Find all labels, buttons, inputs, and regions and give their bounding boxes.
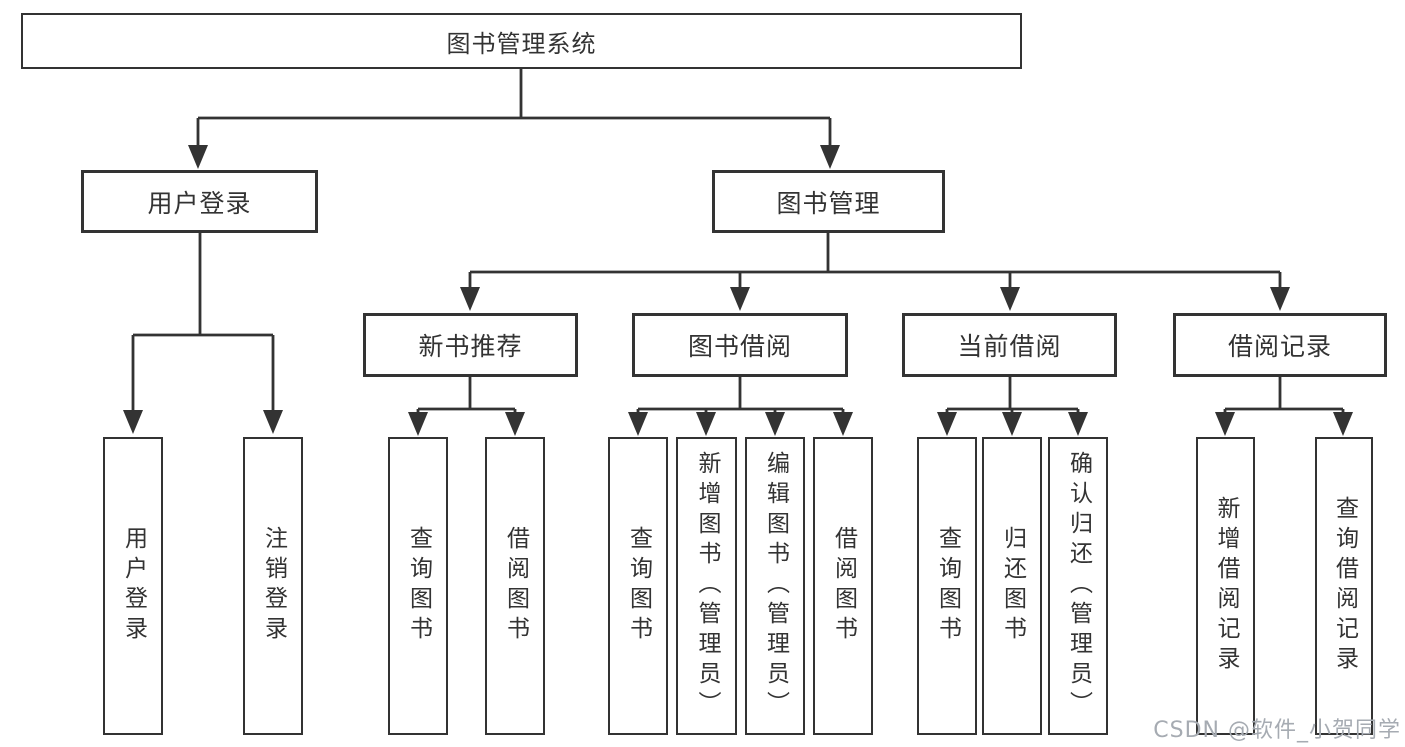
node-library-system-label: 图书管理系统 — [446, 29, 597, 58]
leaf-return-book-label: 归还图书 — [999, 526, 1026, 646]
leaf-add-book-admin-label: 新增图书（管理员） — [694, 451, 720, 721]
node-library-system: 图书管理系统 — [21, 13, 1022, 69]
leaf-add-book-admin: 新增图书（管理员） — [676, 437, 737, 735]
leaf-return-book: 归还图书 — [982, 437, 1042, 735]
leaf-user-login: 用户登录 — [103, 437, 163, 735]
node-new-book-recommend: 新书推荐 — [363, 313, 578, 377]
node-current-borrowing-label: 当前借阅 — [957, 332, 1062, 361]
arrowhead-icons — [123, 145, 1353, 436]
leaf-logout-label: 注销登录 — [260, 526, 287, 646]
leaf-query-books-borrowing: 查询图书 — [608, 437, 668, 735]
node-book-management-label: 图书管理 — [776, 188, 881, 218]
node-borrowing-records: 借阅记录 — [1173, 313, 1387, 377]
leaf-logout: 注销登录 — [243, 437, 303, 735]
node-user-login-label: 用户登录 — [147, 188, 252, 218]
node-current-borrowing: 当前借阅 — [902, 313, 1117, 377]
node-new-book-recommend-label: 新书推荐 — [418, 332, 523, 361]
leaf-edit-book-admin-label: 编辑图书（管理员） — [762, 451, 789, 721]
leaf-borrow-books-borrowing-label: 借阅图书 — [830, 526, 857, 646]
leaf-confirm-return-admin: 确认归还（管理员） — [1048, 437, 1108, 735]
node-book-borrowing: 图书借阅 — [632, 313, 848, 377]
leaf-borrow-books-recommend: 借阅图书 — [485, 437, 545, 735]
node-borrowing-records-label: 借阅记录 — [1227, 332, 1332, 361]
leaf-add-borrow-record: 新增借阅记录 — [1196, 437, 1255, 735]
leaf-confirm-return-admin-label: 确认归还（管理员） — [1065, 451, 1092, 721]
leaf-edit-book-admin: 编辑图书（管理员） — [745, 437, 805, 735]
leaf-query-books-current: 查询图书 — [917, 437, 977, 735]
leaf-user-login-label: 用户登录 — [120, 526, 147, 646]
node-user-login: 用户登录 — [81, 170, 318, 233]
leaf-query-borrow-record-label: 查询借阅记录 — [1331, 496, 1358, 676]
leaf-query-books-current-label: 查询图书 — [934, 526, 961, 646]
leaf-query-borrow-record: 查询借阅记录 — [1315, 437, 1373, 735]
leaf-query-books-recommend: 查询图书 — [388, 437, 448, 735]
leaf-borrow-books-borrowing: 借阅图书 — [813, 437, 873, 735]
leaf-query-books-borrowing-label: 查询图书 — [625, 526, 652, 646]
leaf-borrow-books-recommend-label: 借阅图书 — [502, 526, 529, 646]
leaf-query-books-recommend-label: 查询图书 — [405, 526, 432, 646]
node-book-borrowing-label: 图书借阅 — [687, 332, 792, 361]
leaf-add-borrow-record-label: 新增借阅记录 — [1213, 496, 1239, 676]
node-book-management: 图书管理 — [712, 170, 945, 233]
